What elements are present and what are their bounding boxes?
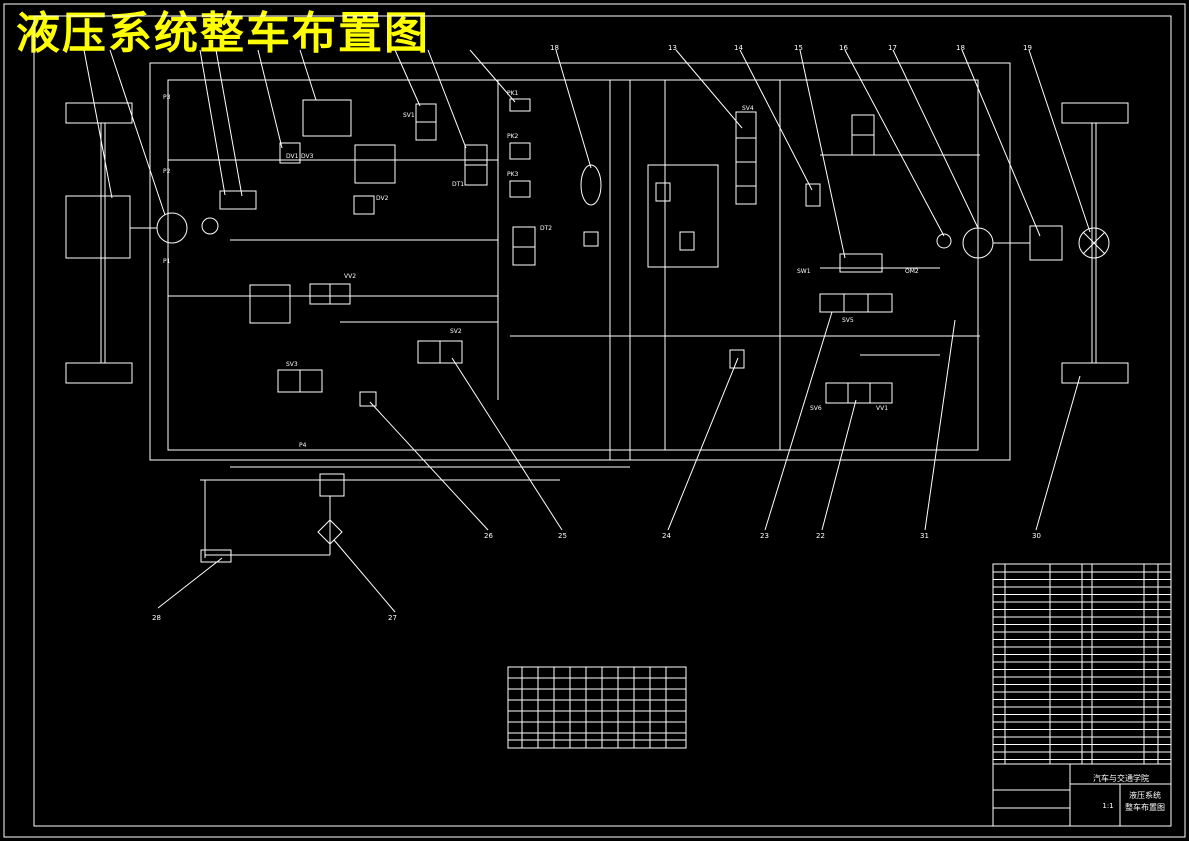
valve-dv2 xyxy=(353,195,375,215)
callout-24: 24 xyxy=(662,532,671,540)
label-pk2: PK2 xyxy=(507,133,519,140)
title-block-name-2: 整车布置图 xyxy=(1125,802,1165,812)
left-motor-box xyxy=(65,195,131,259)
callout-16: 16 xyxy=(839,44,848,52)
title-block xyxy=(992,763,1172,827)
pump-p2 xyxy=(201,217,219,235)
valve-dt1 xyxy=(464,144,488,166)
callout-14: 14 xyxy=(734,44,743,52)
right-differential xyxy=(1078,227,1110,259)
label-sv1: SV1 xyxy=(403,112,415,119)
relief-valve-bottom xyxy=(319,473,345,497)
shift-table xyxy=(507,666,687,749)
valve-small xyxy=(359,391,377,407)
right-wheel-top xyxy=(1061,102,1129,124)
pump-p1 xyxy=(156,212,188,244)
callout-18b: 18 xyxy=(550,44,559,52)
valve-dt2 xyxy=(512,226,536,248)
title-block-name-1: 液压系统 xyxy=(1129,790,1161,800)
valve-dv1 xyxy=(302,99,352,137)
valve-sv3 xyxy=(417,340,441,364)
callout-15: 15 xyxy=(794,44,803,52)
label-dt1: DT1 xyxy=(452,181,464,188)
callout-25: 25 xyxy=(558,532,567,540)
valve-vv2 xyxy=(249,284,291,324)
main-frame xyxy=(149,62,1011,461)
label-sw1: SW1 xyxy=(797,268,811,275)
valve-sv1-bottom xyxy=(415,121,437,141)
valve-sv7 xyxy=(825,382,849,404)
valve-dv3 xyxy=(279,142,301,164)
label-p1: P1 xyxy=(163,258,171,265)
callout-22: 22 xyxy=(816,532,825,540)
left-wheel-top xyxy=(65,102,133,124)
pressure-switch-pk1 xyxy=(509,98,531,112)
label-pk3: PK3 xyxy=(507,171,519,178)
callout-28: 28 xyxy=(152,614,161,622)
label-sv5: SV5 xyxy=(842,317,854,324)
inner-frame xyxy=(167,79,979,451)
accumulator xyxy=(580,164,602,206)
pressure-switch-pk2 xyxy=(509,142,531,160)
label-sv2: SV2 xyxy=(450,328,462,335)
callout-17: 17 xyxy=(888,44,897,52)
valve-sv2 xyxy=(309,283,331,305)
pressure-switch-pk3 xyxy=(509,180,531,198)
valve-vt4 xyxy=(839,253,883,273)
label-dv1: DV1 xyxy=(286,153,299,160)
callout-27: 27 xyxy=(388,614,397,622)
label-om2: OM2 xyxy=(905,268,919,275)
label-dv2: DV2 xyxy=(376,195,389,202)
callout-31: 31 xyxy=(920,532,929,540)
label-p2: P2 xyxy=(163,168,171,175)
valve-block-mid xyxy=(647,164,719,268)
label-p3: P3 xyxy=(163,94,171,101)
tank xyxy=(200,549,232,563)
label-sv4: SV4 xyxy=(742,105,754,112)
label-sv3: SV3 xyxy=(286,361,298,368)
label-pk1: PK1 xyxy=(507,90,519,97)
left-wheel-bottom xyxy=(65,362,133,384)
label-vv2: VV2 xyxy=(344,273,356,280)
label-vv1: VV1 xyxy=(876,405,888,412)
right-motor-box xyxy=(1029,225,1063,261)
callout-13: 13 xyxy=(668,44,677,52)
valve-vt1 xyxy=(219,190,257,210)
valve-dt3 xyxy=(354,144,396,184)
inner-border xyxy=(33,15,1172,827)
label-sv6: SV6 xyxy=(810,405,822,412)
label-p4: P4 xyxy=(299,442,307,449)
title-block-school: 汽车与交通学院 xyxy=(1093,773,1149,783)
callout-23: 23 xyxy=(760,532,769,540)
callout-30: 30 xyxy=(1032,532,1041,540)
valve-sv1-top xyxy=(415,103,437,123)
valve-sv4 xyxy=(277,369,301,393)
drawing-title: 液压系统整车布置图 xyxy=(16,8,430,59)
title-block-scale: 1:1 xyxy=(1102,802,1113,810)
label-dv3: DV3 xyxy=(301,153,314,160)
filter xyxy=(317,519,343,545)
outer-border xyxy=(3,3,1186,838)
label-dt2: DT2 xyxy=(540,225,552,232)
callout-18: 18 xyxy=(956,44,965,52)
callout-19: 19 xyxy=(1023,44,1032,52)
right-wheel-bottom xyxy=(1061,362,1129,384)
valve-pv2 xyxy=(851,114,875,136)
callout-26: 26 xyxy=(484,532,493,540)
valve-sv6 xyxy=(819,293,845,313)
